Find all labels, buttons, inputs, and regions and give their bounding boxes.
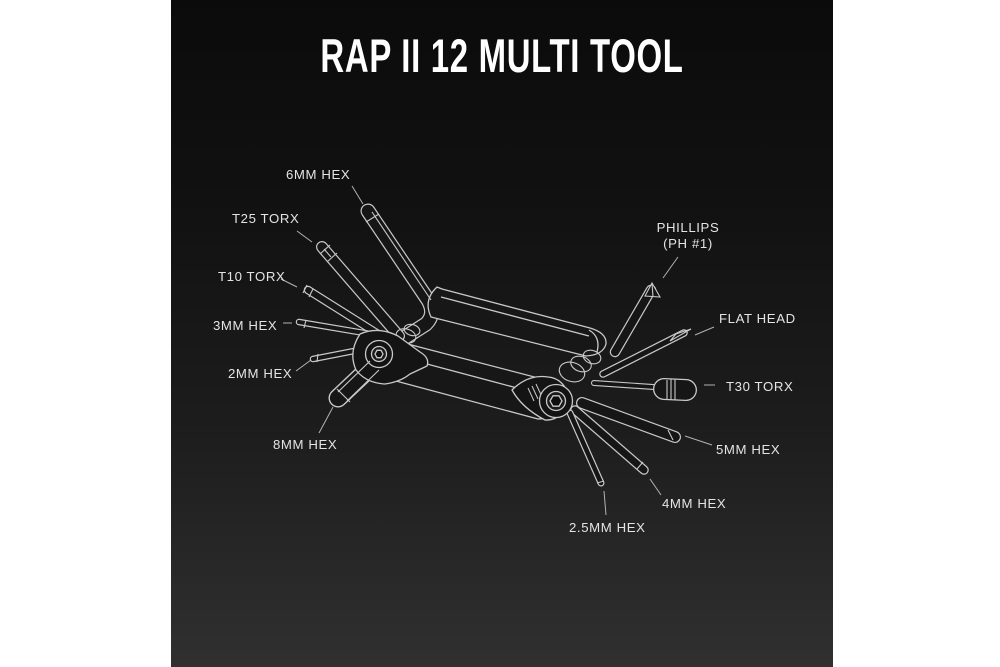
label-phillips: PHILLIPS (PH #1)	[645, 220, 731, 251]
label-t25-torx: T25 TORX	[232, 211, 300, 226]
label-2-5mm-hex: 2.5MM HEX	[569, 520, 646, 535]
label-2mm-hex: 2MM HEX	[228, 366, 293, 381]
label-phillips-line2: (PH #1)	[663, 235, 713, 251]
label-8mm-hex: 8MM HEX	[273, 437, 338, 452]
label-phillips-line1: PHILLIPS	[656, 220, 720, 235]
label-flat-head: FLAT HEAD	[719, 311, 796, 326]
label-5mm-hex: 5MM HEX	[716, 442, 781, 457]
label-6mm-hex: 6MM HEX	[286, 167, 351, 182]
label-4mm-hex: 4MM HEX	[662, 496, 727, 511]
label-t10-torx: T10 TORX	[218, 269, 286, 284]
label-3mm-hex: 3MM HEX	[213, 318, 278, 333]
label-t30-torx: T30 TORX	[726, 379, 794, 394]
product-title: RAP II 12 MULTI TOOL	[320, 29, 684, 82]
